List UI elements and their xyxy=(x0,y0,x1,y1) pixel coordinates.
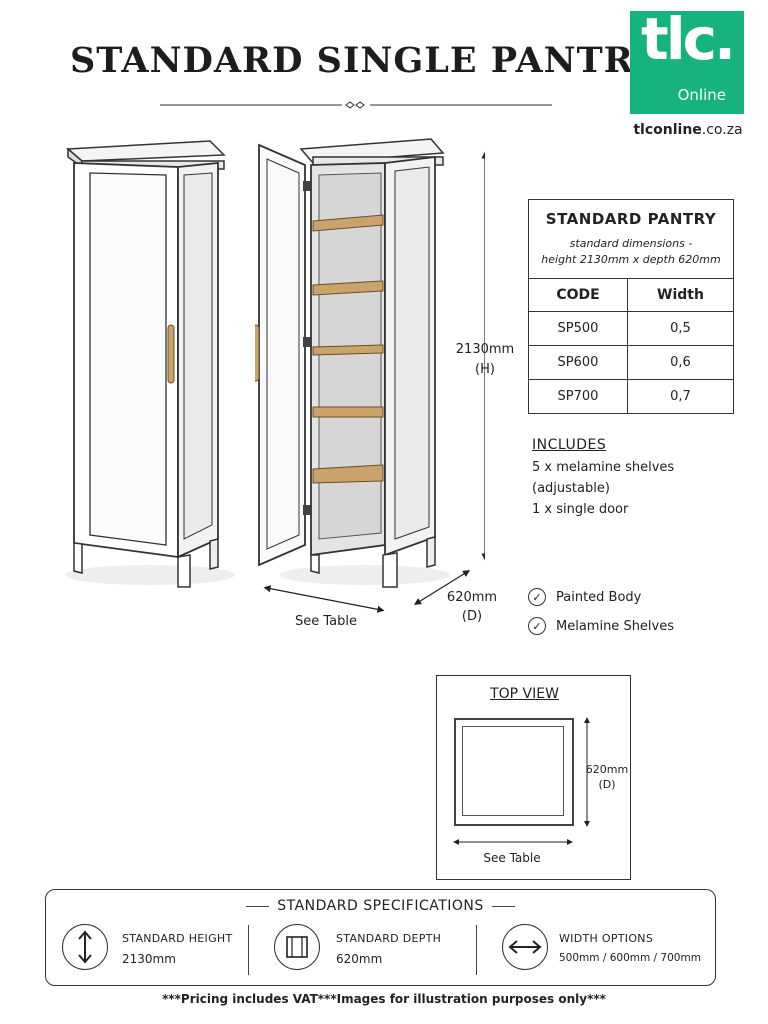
spec-table-subtitle-1: standard dimensions - xyxy=(569,237,693,250)
open-pantry-illustration xyxy=(255,138,450,588)
spec-table-subtitle-2: height 2130mm x depth 620mm xyxy=(541,253,721,266)
top-view-outline xyxy=(454,718,574,826)
depth-dimension: 620mm (D) xyxy=(440,588,504,626)
feature-item: ✓ Melamine Shelves xyxy=(528,617,674,635)
includes-line: 1 x single door xyxy=(532,502,629,517)
height-dimension: 2130mm (H) xyxy=(445,340,525,380)
cell-width: 0,5 xyxy=(627,311,734,346)
spec-value-height: 2130mm xyxy=(122,952,176,966)
logo-mark: tlc. xyxy=(640,5,736,73)
depth-label: (D) xyxy=(461,609,483,624)
horizontal-arrow-icon xyxy=(502,924,548,970)
feature-item: ✓ Painted Body xyxy=(528,588,641,606)
spec-label-depth: STANDARD DEPTH xyxy=(336,932,442,945)
feature-label: Melamine Shelves xyxy=(556,618,675,634)
top-view-arrows xyxy=(453,717,590,845)
closed-pantry-illustration xyxy=(65,140,235,588)
spec-value-width: 500mm / 600mm / 700mm xyxy=(559,952,701,964)
cell-width: 0,6 xyxy=(627,345,734,380)
dimension-arrows xyxy=(263,151,485,613)
feature-label: Painted Body xyxy=(556,589,642,605)
specs-title: STANDARD SPECIFICATIONS xyxy=(46,898,715,914)
includes-line: (adjustable) xyxy=(532,481,610,496)
logo-sub: Online xyxy=(677,86,726,104)
includes-title: INCLUDES xyxy=(532,437,607,453)
spec-label-height: STANDARD HEIGHT xyxy=(122,932,233,945)
width-note: See Table xyxy=(295,614,357,629)
table-row: SP600 0,6 xyxy=(528,345,734,380)
top-view-title: TOP VIEW xyxy=(490,686,559,702)
website-link[interactable]: tlconline.co.za xyxy=(628,122,748,138)
top-view-depth-label: (D) xyxy=(598,778,616,791)
top-view-panel: TOP VIEW 620mm (D) See Table xyxy=(436,675,631,880)
table-row: SP700 0,7 xyxy=(528,379,734,414)
height-label: (H) xyxy=(475,362,495,377)
website-domain: tlconline xyxy=(633,122,702,138)
spec-table-header: STANDARD PANTRY standard dimensions - he… xyxy=(528,199,734,279)
column-header-code: CODE xyxy=(528,278,628,312)
spec-divider xyxy=(476,925,477,975)
footer-disclaimer: ***Pricing includes VAT***Images for ill… xyxy=(162,992,606,1006)
vertical-arrow-icon xyxy=(62,924,108,970)
top-view-inner xyxy=(462,726,564,816)
cell-code: SP500 xyxy=(528,311,628,346)
height-value: 2130mm xyxy=(455,342,515,357)
column-header-width: Width xyxy=(627,278,734,312)
cabinet-side-icon xyxy=(274,924,320,970)
page-title: STANDARD SINGLE PANTRY xyxy=(70,40,659,81)
title-divider xyxy=(160,101,552,109)
spec-value-depth: 620mm xyxy=(336,952,383,966)
top-view-width-note: See Table xyxy=(483,851,541,865)
table-row: SP500 0,5 xyxy=(528,311,734,346)
standard-specifications-panel: STANDARD SPECIFICATIONS STANDARD HEIGHT … xyxy=(45,889,716,986)
top-view-depth: 620mm (D) xyxy=(585,762,629,792)
spec-table-title: STANDARD PANTRY xyxy=(545,210,717,228)
check-icon: ✓ xyxy=(528,617,546,635)
includes-line: 5 x melamine shelves xyxy=(532,460,675,475)
top-view-depth-value: 620mm xyxy=(585,763,629,776)
depth-value: 620mm xyxy=(446,590,498,605)
spec-label-width: WIDTH OPTIONS xyxy=(559,932,654,945)
cell-code: SP700 xyxy=(528,379,628,414)
website-tld: .co.za xyxy=(701,122,743,138)
cell-code: SP600 xyxy=(528,345,628,380)
brand-logo[interactable]: tlc. Online xyxy=(630,5,744,114)
cell-width: 0,7 xyxy=(627,379,734,414)
spec-table: STANDARD PANTRY standard dimensions - he… xyxy=(528,199,734,414)
spec-divider xyxy=(248,925,249,975)
check-icon: ✓ xyxy=(528,588,546,606)
